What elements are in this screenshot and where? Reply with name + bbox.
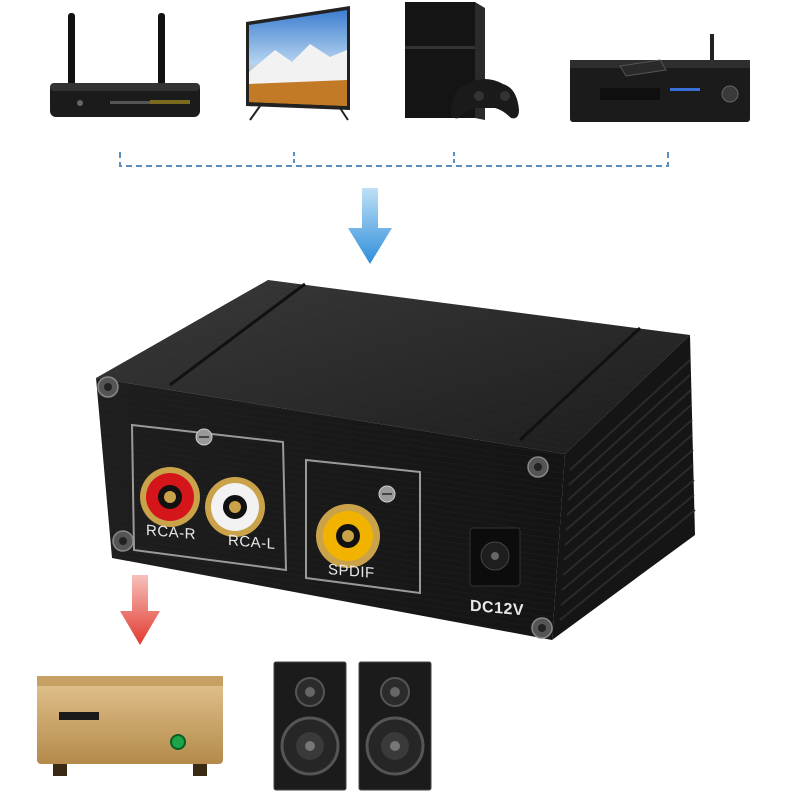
source-connector-line [119, 152, 669, 167]
amplifier-icon [37, 676, 223, 776]
converter-device: RCA-R RCA-L SPDIF DC12V [0, 260, 800, 660]
device-body [96, 280, 696, 640]
dc-power-jack[interactable] [470, 528, 520, 586]
rca-r-connector[interactable] [138, 465, 202, 529]
output-arrow-icon [120, 575, 160, 645]
router-icon [50, 13, 200, 117]
tv-icon [246, 6, 350, 121]
media-player-icon [570, 34, 750, 122]
source-devices [0, 0, 800, 135]
input-arrow-icon [348, 188, 392, 264]
game-console-icon [405, 2, 519, 120]
rca-l-connector[interactable] [203, 475, 267, 539]
speaker-right-icon [358, 661, 432, 791]
spdif-connector[interactable] [314, 502, 382, 570]
speaker-left-icon [273, 661, 347, 791]
